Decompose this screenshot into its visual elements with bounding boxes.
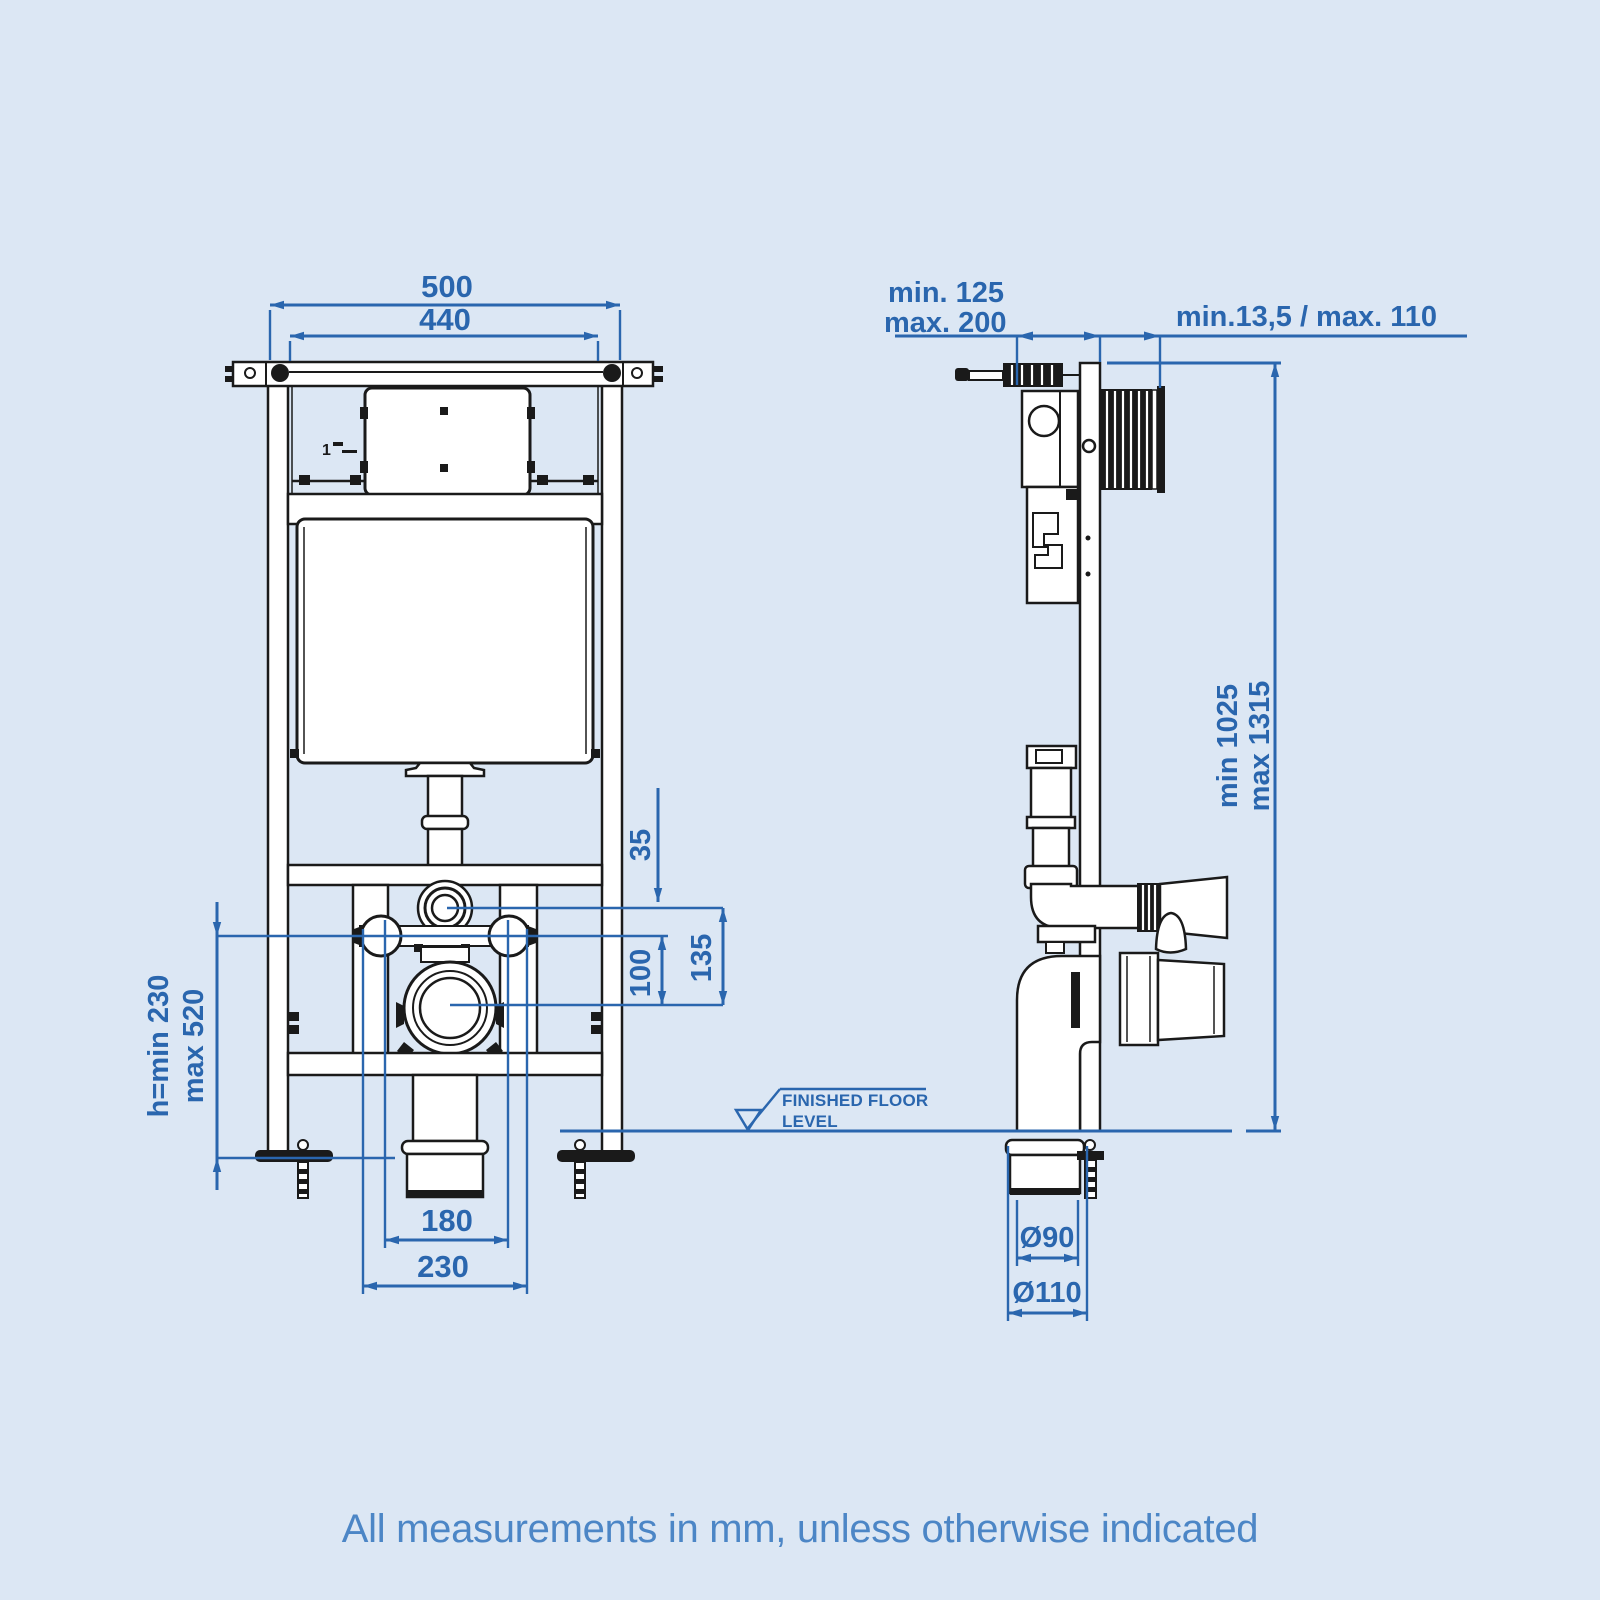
- dim-d90-label: Ø90: [1020, 1222, 1075, 1254]
- right-rail-bolt: [603, 364, 621, 382]
- connector-cap: [1154, 911, 1188, 954]
- left-rail-bolt: [271, 364, 289, 382]
- flush-elbow: [1029, 882, 1142, 930]
- left-foot-plate: [255, 1150, 333, 1162]
- outlet-coupling-flange: [400, 1139, 490, 1156]
- dim-depth-min-label: min. 125: [888, 277, 1004, 309]
- flush-channel: [1032, 512, 1063, 569]
- dim-500-label: 500: [421, 269, 473, 304]
- dim-height1315-label: max 1315: [1244, 681, 1276, 812]
- inlet-valve: [1027, 404, 1061, 438]
- front-top-rail: [231, 360, 655, 388]
- dim-wall-range-label: min.13,5 / max. 110: [1176, 301, 1437, 333]
- dim-height-min-label: h=min 230: [143, 975, 175, 1118]
- drop-coupling-flange: [1004, 1138, 1086, 1157]
- right-bracket-hole: [631, 367, 643, 379]
- lower-crossmember: [286, 1051, 604, 1077]
- soil-coupling: [1118, 951, 1160, 1047]
- flush-valve-flange: [404, 761, 486, 778]
- side-anchor-plate: [1077, 1151, 1104, 1160]
- front-view: 1: [225, 360, 663, 1199]
- dimension-annotations: 500 440 35 135 100 h=min 230 max 520 180: [143, 269, 1467, 1321]
- flush-pipe-side: [1029, 766, 1073, 820]
- front-left-rail: [266, 378, 290, 1160]
- dim-180-label: 180: [421, 1203, 473, 1238]
- soil-socket: [1156, 958, 1226, 1042]
- flush-pipe-coupling: [420, 814, 470, 831]
- dim-height1025-label: min 1025: [1212, 684, 1244, 808]
- wall-rod: [968, 370, 1004, 381]
- dim-135-label: 135: [686, 934, 718, 982]
- dim-230-label: 230: [417, 1249, 469, 1284]
- front-right-rail: [600, 378, 624, 1160]
- dim-100-label: 100: [625, 949, 657, 997]
- wall-rod-tip: [955, 368, 969, 381]
- support-bracket: [1036, 924, 1097, 944]
- dim-d110-label: Ø110: [1012, 1277, 1081, 1309]
- flush-pipe: [426, 774, 464, 820]
- flush-plate-bellows: [1100, 389, 1152, 490]
- flush-plate-access-box: [363, 386, 532, 497]
- floor-label-line1: FINISHED FLOOR: [782, 1091, 928, 1110]
- brand-mark-dash: [342, 450, 357, 453]
- brand-mark-dash: [333, 442, 343, 446]
- floor-label-line2: LEVEL: [782, 1112, 838, 1131]
- right-foot-plate: [557, 1150, 635, 1162]
- measurements-caption: All measurements in mm, unless otherwise…: [342, 1507, 1259, 1551]
- drop-coupling-body: [1008, 1153, 1082, 1195]
- cistern-side-upper: [1020, 389, 1080, 489]
- dim-35-label: 35: [625, 829, 657, 861]
- dim-height-max-label: max 520: [178, 989, 210, 1104]
- dim-depth-max-label: max. 200: [884, 307, 1007, 339]
- right-strut: [498, 883, 539, 1057]
- left-strut: [351, 883, 390, 1057]
- outlet-pipe-front: [411, 1073, 479, 1143]
- side-view: [955, 361, 1229, 1199]
- left-bracket-hole: [244, 367, 256, 379]
- brand-mark: 1: [322, 442, 331, 459]
- rail-hole: [1081, 438, 1097, 454]
- dim-440-label: 440: [419, 302, 471, 337]
- concealed-cistern: [295, 517, 595, 765]
